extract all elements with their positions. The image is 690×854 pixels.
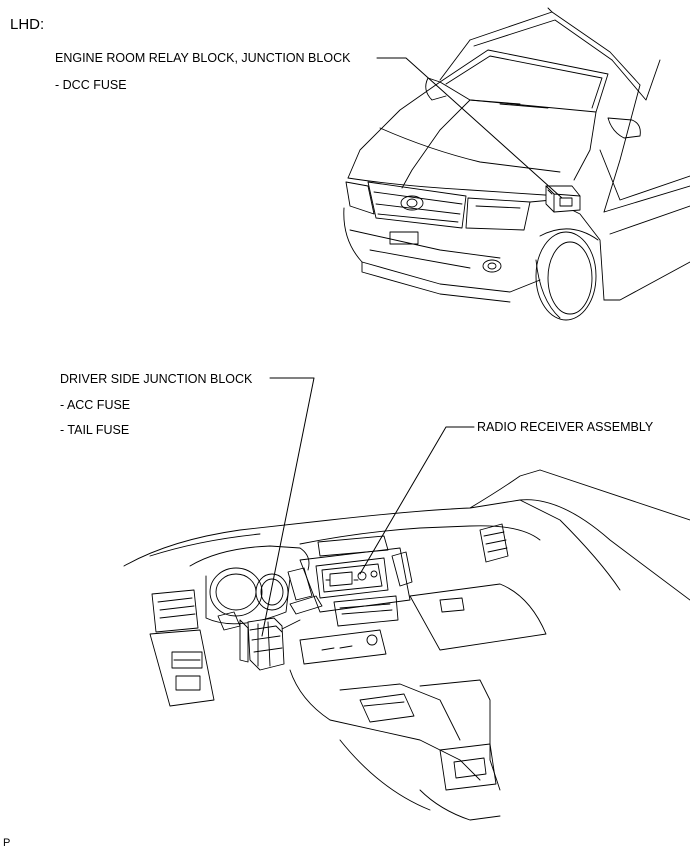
radio-receiver-leader-line [359, 426, 475, 575]
section-title: LHD: [10, 16, 45, 33]
dcc-fuse-label: - DCC FUSE [55, 78, 127, 92]
driver-side-leader-line [261, 377, 315, 637]
acc-fuse-label: - ACC FUSE [60, 398, 131, 412]
driver-side-junction-block-label: DRIVER SIDE JUNCTION BLOCK [60, 372, 253, 386]
radio-receiver-assembly-label: RADIO RECEIVER ASSEMBLY [477, 420, 654, 434]
engine-room-leader-line [376, 57, 563, 199]
vehicle-front-drawing [343, 7, 690, 321]
tail-fuse-label: - TAIL FUSE [60, 423, 130, 437]
footer-code: P [3, 837, 11, 849]
instrument-panel-drawing [123, 469, 690, 821]
engine-room-relay-block-label: ENGINE ROOM RELAY BLOCK, JUNCTION BLOCK [55, 51, 351, 65]
